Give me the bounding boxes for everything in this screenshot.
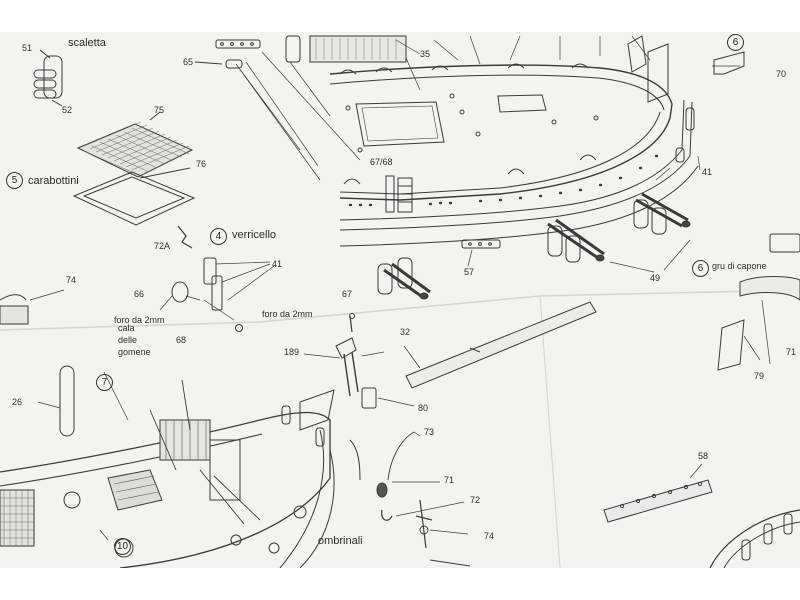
badge-7: 7 (96, 374, 113, 391)
label-delle: delle (118, 335, 138, 345)
label-68: 68 (176, 335, 187, 345)
label-foro-right: foro da 2mm (262, 309, 313, 319)
label-35: 35 (420, 49, 431, 59)
label-73: 73 (424, 427, 435, 437)
label-70: 70 (776, 69, 787, 79)
badge-4: 4 (210, 228, 227, 245)
label-72: 72 (470, 495, 481, 505)
label-52: 52 (62, 105, 73, 115)
label-71: 71 (444, 475, 455, 485)
top-strip-part (215, 39, 261, 49)
label-65: 65 (183, 57, 194, 67)
label-foro-left: foro da 2mm (114, 315, 165, 325)
label-32: 32 (400, 327, 411, 337)
label-71-edge: 71 (786, 347, 797, 357)
label-41-a: 41 (702, 167, 713, 177)
label-189: 189 (284, 347, 300, 357)
label-66: 66 (134, 289, 145, 299)
cannon-49b (633, 192, 691, 235)
grating-part (76, 111, 194, 178)
label-verricello: verricello (232, 229, 277, 241)
label-scaletta: scaletta (68, 37, 106, 49)
label-80: 80 (418, 403, 429, 413)
badge-6-top: 6 (727, 34, 744, 51)
lower-deck-assembly (0, 379, 361, 568)
label-26: 26 (12, 397, 23, 407)
cannon-49a (547, 218, 605, 263)
label-gru-di-capone: gru di capone (712, 261, 767, 271)
ship-plan-drawing (0, 35, 800, 568)
label-gomene: gomene (118, 347, 151, 357)
instruction-sheet: scaletta 51 52 65 35 6 70 75 76 5 carabo… (0, 32, 800, 568)
label-41-b: 41 (272, 259, 283, 269)
label-57: 57 (464, 267, 475, 277)
badge-10: 10 (114, 538, 131, 555)
label-74-b: 74 (484, 531, 495, 541)
label-67: 67 (342, 289, 353, 299)
cannon-left (377, 257, 431, 300)
label-79: 79 (754, 371, 765, 381)
label-carabottini: carabottini (28, 175, 79, 187)
frame-part (72, 167, 196, 226)
label-49: 49 (650, 273, 661, 283)
label-cala: cala (118, 323, 135, 333)
badge-5: 5 (6, 172, 23, 189)
label-75: 75 (154, 105, 165, 115)
label-74-a: 74 (66, 275, 77, 285)
ladder-part (33, 49, 63, 107)
label-58: 58 (698, 451, 709, 461)
label-51: 51 (22, 43, 33, 53)
label-76: 76 (196, 159, 207, 169)
label-ombrinali: ombrinali (318, 535, 363, 547)
label-67-68: 67/68 (370, 157, 393, 167)
label-72a: 72A (154, 241, 171, 251)
deck-assembly (329, 35, 745, 247)
badge-6-gru: 6 (692, 260, 709, 277)
